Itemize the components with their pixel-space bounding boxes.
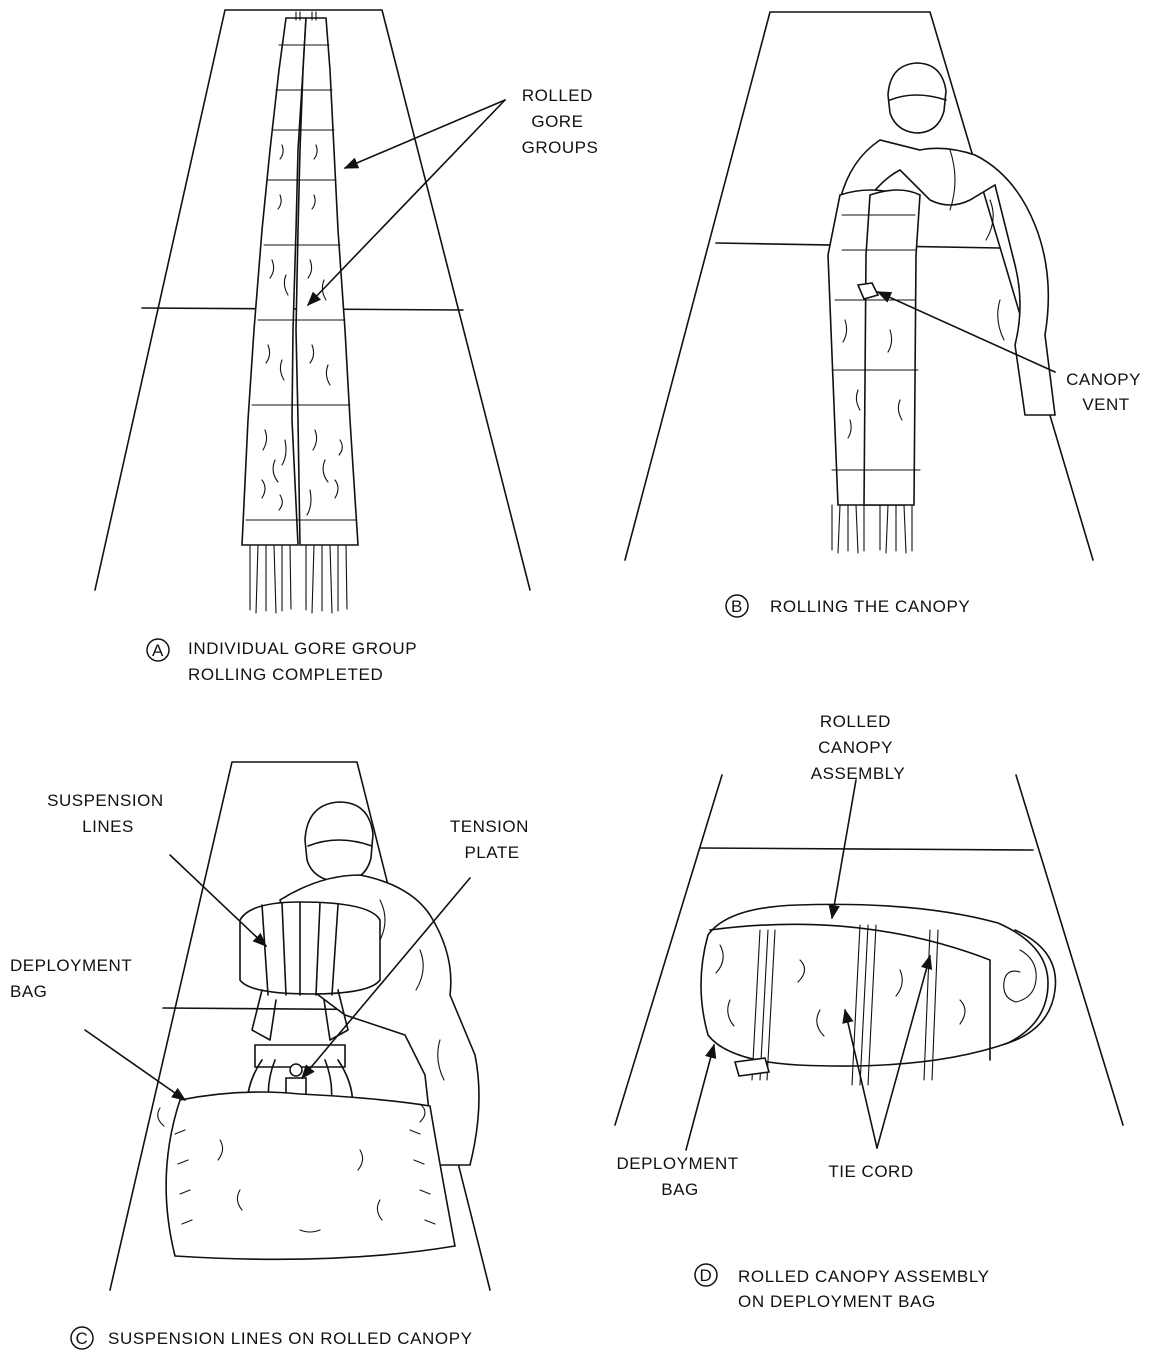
panel-d-deployment-bag-label: DEPLOYMENT BAG — [616, 1154, 743, 1199]
panel-d-rolled-canopy-assembly-label: ROLLED CANOPY ASSEMBLY — [811, 712, 905, 783]
panel-d-tie-cord-label: TIE CORD — [828, 1162, 913, 1181]
panel-a-callout-arrows — [308, 100, 505, 305]
panel-a-callout-label: ROLLED GORE GROUPS — [522, 86, 599, 157]
panel-c-deployment-bag-label: DEPLOYMENT BAG — [10, 956, 137, 1001]
panel-c-letter-badge: C — [71, 1327, 93, 1349]
panel-b: CANOPY VENT B ROLLING THE CANOPY — [625, 12, 1146, 617]
panel-d-deployment-bag-arrow — [686, 1045, 714, 1150]
panel-a: ROLLED GORE GROUPS A INDIVIDUAL GORE GRO… — [95, 10, 598, 684]
panel-c-tension-plate-label: TENSION PLATE — [450, 817, 534, 862]
panel-c-suspension-lines-arrow — [170, 855, 266, 946]
svg-text:D: D — [700, 1266, 713, 1285]
svg-text:A: A — [152, 641, 164, 660]
panel-c-caption: SUSPENSION LINES ON ROLLED CANOPY — [108, 1329, 473, 1348]
svg-text:B: B — [731, 597, 743, 616]
panel-c-suspension-lines-label: SUSPENSION LINES — [47, 791, 169, 836]
panel-b-caption: ROLLING THE CANOPY — [770, 597, 970, 616]
panel-d: ROLLED CANOPY ASSEMBLY DEPLOYMENT BAG TI… — [615, 712, 1123, 1311]
panel-d-rolled-canopy-assembly-drawing — [701, 904, 1056, 1085]
panel-a-letter-badge: A — [147, 639, 169, 661]
panel-b-callout-label: CANOPY VENT — [1066, 370, 1146, 414]
panel-c: SUSPENSION LINES TENSION PLATE DEPLOYMEN… — [10, 762, 534, 1349]
panel-d-caption: ROLLED CANOPY ASSEMBLY ON DEPLOYMENT BAG — [738, 1267, 995, 1311]
panel-a-caption: INDIVIDUAL GORE GROUP ROLLING COMPLETED — [188, 639, 422, 684]
panel-d-letter-badge: D — [695, 1264, 717, 1286]
panel-b-rolled-canopy-drawing — [828, 190, 920, 553]
panel-a-rolled-gore-groups-drawing — [242, 12, 358, 613]
panel-c-deployment-bag-arrow — [85, 1030, 185, 1100]
svg-text:C: C — [76, 1329, 89, 1348]
panel-b-letter-badge: B — [726, 595, 748, 617]
panel-c-deployment-bag-drawing — [158, 1092, 455, 1259]
